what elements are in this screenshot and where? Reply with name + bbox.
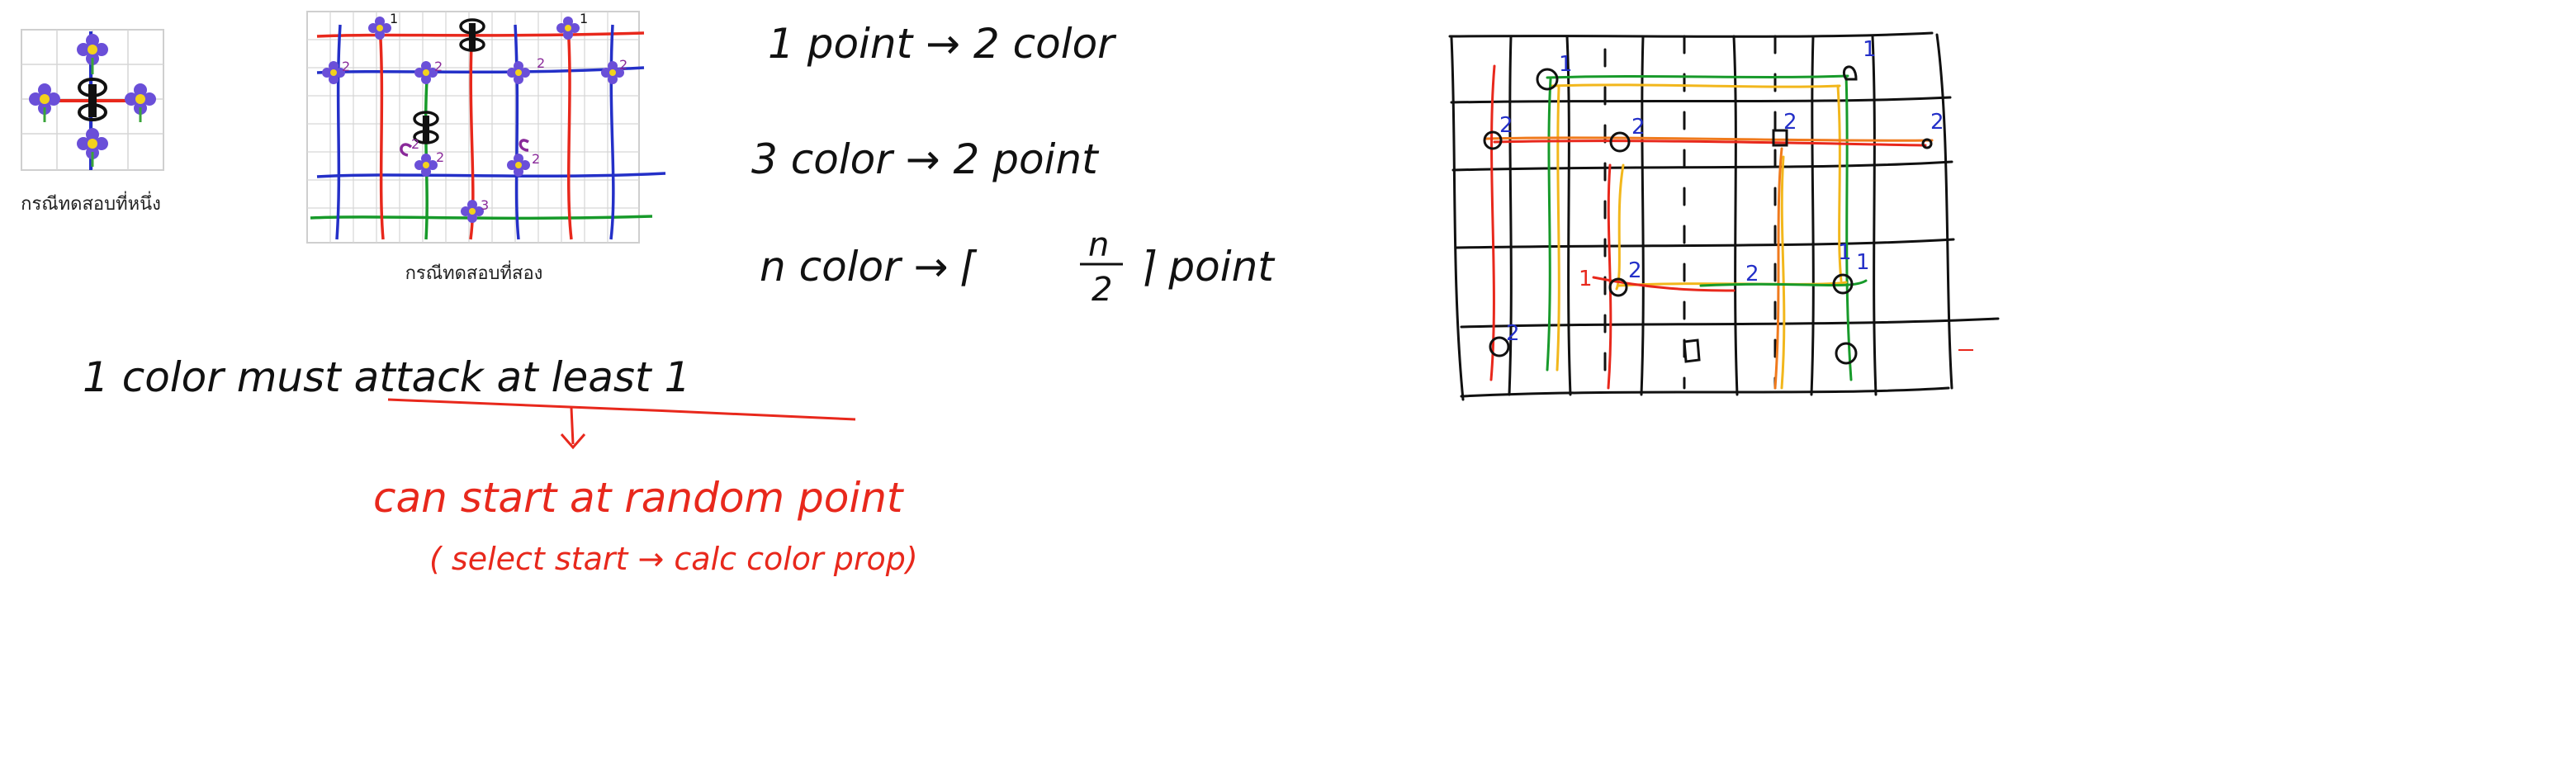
point-marker bbox=[1832, 273, 1854, 295]
sketch-colored-paths bbox=[1485, 64, 1934, 390]
pole-icon bbox=[413, 111, 439, 144]
sketch-label: 2 bbox=[1631, 115, 1646, 140]
test-case-1-thumbnail bbox=[21, 29, 164, 171]
note-random-start: can start at random point bbox=[373, 474, 905, 522]
flower-icon bbox=[601, 61, 624, 84]
note-color-to-point: 3 color → 2 point bbox=[751, 135, 1100, 183]
point-marker bbox=[1772, 129, 1788, 147]
sketch-label: 2 bbox=[1628, 258, 1642, 283]
sketch-label: 1 bbox=[1863, 37, 1877, 62]
thumbnail-2-numbers: 1 2 2 2 2 1 2 2 2 3 bbox=[342, 11, 627, 213]
sketch-numbers: 1 1 2 2 2 2 2 1 1 2 2 1 bbox=[1499, 37, 1944, 346]
note-fraction-denominator: 2 bbox=[1091, 271, 1112, 309]
sketch-label: 1 bbox=[1838, 240, 1852, 265]
test-case-2-caption: กรณีทดสอบที่สอง bbox=[405, 260, 543, 284]
handwritten-notes: 1 point → 2 color 3 color → 2 point n co… bbox=[83, 20, 1276, 577]
note-fraction-numerator: n bbox=[1088, 226, 1109, 264]
arrow-down-icon bbox=[560, 407, 586, 450]
sketch-label: 2 bbox=[1745, 262, 1759, 286]
sketch-border-bottom bbox=[1460, 386, 1950, 398]
sketch-label: 2 bbox=[1506, 321, 1520, 346]
thumbnail-2-flowers bbox=[322, 17, 624, 223]
sketch-border-right bbox=[1935, 33, 1953, 390]
sketch-label: 1 bbox=[1579, 267, 1593, 291]
grid-sketch bbox=[1448, 31, 2000, 401]
flower-icon bbox=[77, 128, 108, 167]
pole-icon bbox=[78, 78, 107, 121]
test-case-1-caption: กรณีทดสอบที่หนึ่ง bbox=[21, 191, 161, 215]
flower-icon bbox=[125, 83, 156, 122]
thumb-label: 3 bbox=[481, 197, 489, 213]
flower-icon bbox=[414, 154, 438, 177]
flower-icon bbox=[414, 61, 438, 84]
flower-icon bbox=[77, 34, 108, 74]
note-point-suffix: ⌉ point bbox=[1139, 243, 1276, 291]
flower-icon bbox=[507, 61, 530, 84]
pole-icon bbox=[459, 18, 485, 52]
thumb-label: 2 bbox=[619, 57, 627, 73]
flower-icon bbox=[322, 61, 345, 84]
point-marker bbox=[1921, 138, 1933, 149]
flower-icon bbox=[507, 154, 530, 177]
underline-mark bbox=[387, 398, 856, 421]
point-marker bbox=[1489, 336, 1510, 357]
thumb-label: 2 bbox=[537, 55, 545, 71]
flower-icon bbox=[368, 17, 391, 40]
flower-icon bbox=[556, 17, 580, 40]
point-marker bbox=[1683, 338, 1701, 363]
note-attack-rule: 1 color must attack at least 1 bbox=[83, 353, 690, 401]
sketch-label: 2 bbox=[1783, 110, 1797, 135]
sketch-label: 2 bbox=[1930, 110, 1944, 135]
point-marker bbox=[1609, 131, 1631, 153]
sketch-points bbox=[1483, 65, 1933, 365]
thumb-label: 1 bbox=[580, 11, 588, 26]
note-n-color-prefix: n color → ⌈ bbox=[760, 243, 978, 291]
point-marker bbox=[1483, 130, 1503, 150]
thumb-label: 2 bbox=[532, 151, 540, 167]
thumb-label: 2 bbox=[434, 59, 443, 74]
thumb-label: 2 bbox=[342, 59, 350, 74]
point-marker bbox=[1835, 342, 1858, 365]
note-point-to-color: 1 point → 2 color bbox=[768, 20, 1117, 68]
point-marker bbox=[1608, 277, 1628, 297]
sketch-border-top bbox=[1448, 31, 1934, 38]
sketch-border-left bbox=[1450, 36, 1465, 401]
point-marker bbox=[1536, 68, 1559, 91]
thumb-label: 2 bbox=[436, 149, 444, 165]
flower-icon bbox=[461, 200, 484, 223]
sketch-label: 1 bbox=[1559, 52, 1573, 77]
thumb-label: 1 bbox=[390, 11, 398, 26]
sketch-label: 1 bbox=[1856, 250, 1870, 275]
flower-icon bbox=[29, 83, 60, 122]
sketch-label: 2 bbox=[1499, 113, 1513, 138]
thumb-label: 2 bbox=[411, 136, 419, 152]
test-case-2-thumbnail: 1 2 2 2 2 1 2 2 2 3 bbox=[306, 11, 666, 244]
note-select-start: ( select start → calc color prop) bbox=[429, 541, 918, 577]
point-marker bbox=[1842, 65, 1858, 81]
